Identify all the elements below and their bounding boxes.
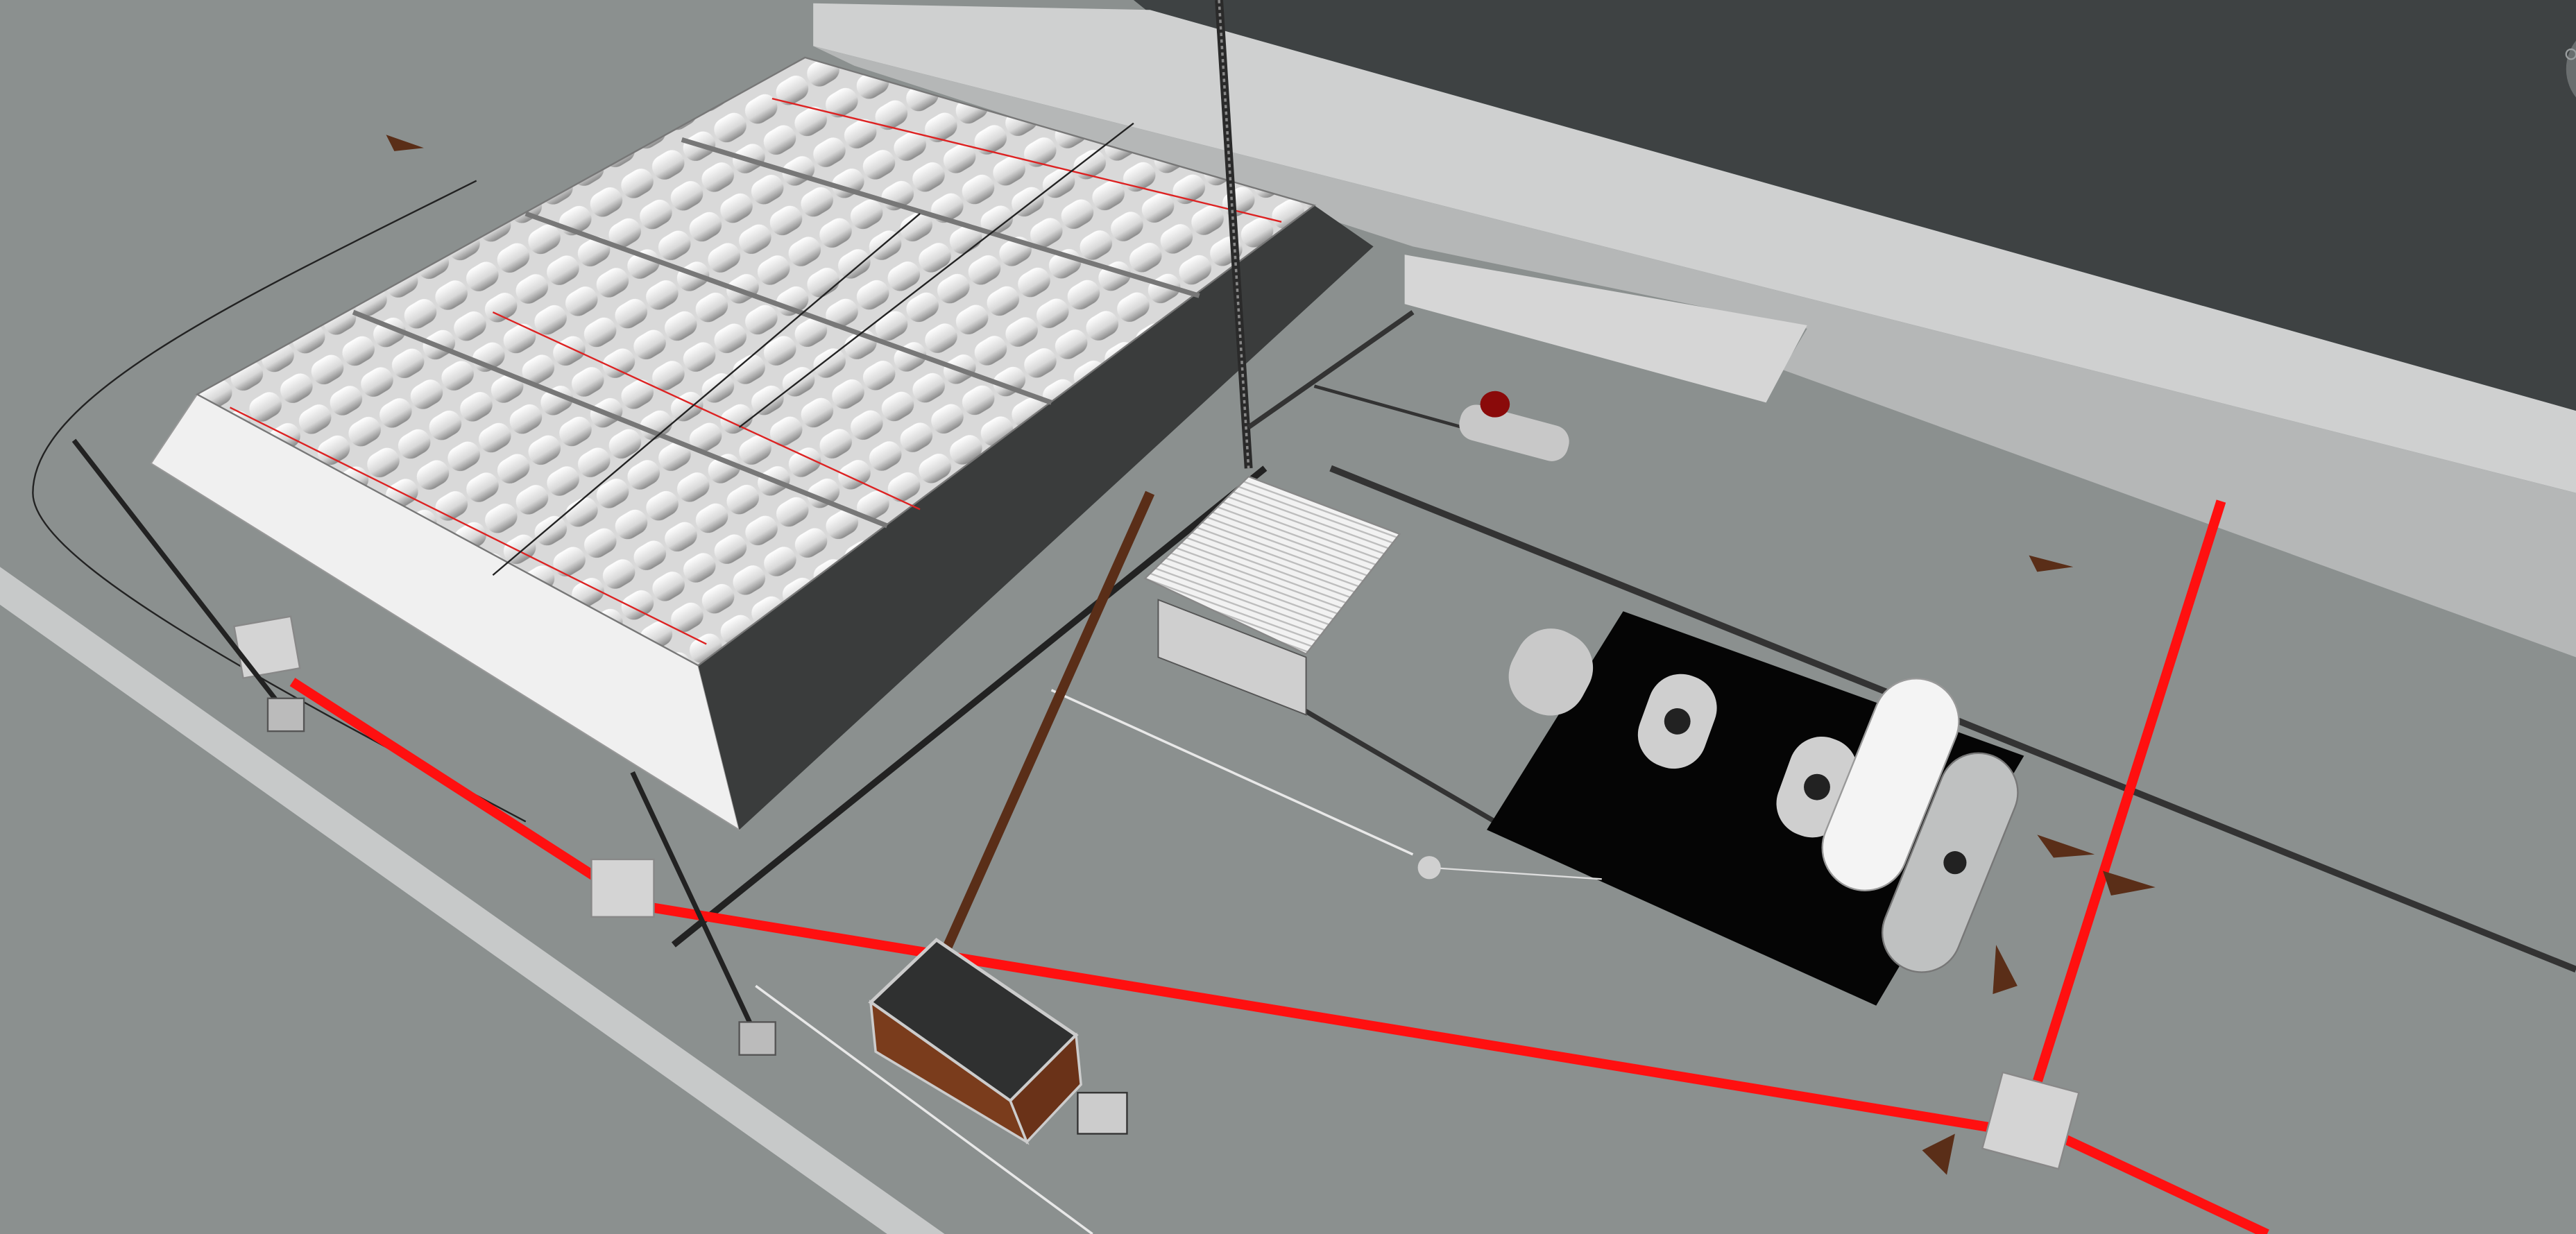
road-line — [755, 984, 1093, 1234]
roof-red-line — [771, 97, 1282, 223]
tank — [1881, 752, 2019, 973]
small-box — [1077, 1092, 1128, 1135]
pipe — [1296, 704, 1496, 824]
junction-box — [233, 615, 301, 680]
large-horizontal-tank — [1821, 678, 1960, 891]
red-pipe — [289, 678, 627, 900]
building-roof — [195, 56, 1317, 667]
roof-divider — [352, 309, 889, 529]
perimeter-wall-face — [813, 46, 2576, 658]
road-edge — [0, 567, 945, 1234]
red-pipe — [648, 902, 2030, 1139]
light-pole — [71, 438, 290, 717]
pipe — [1313, 384, 1463, 429]
pipe-rust — [940, 490, 1155, 955]
small-platform — [1459, 404, 1569, 461]
marker — [2103, 871, 2156, 896]
marker — [2037, 834, 2095, 858]
pole-base — [266, 697, 305, 732]
marker — [1922, 1133, 1955, 1175]
roof-black-line — [738, 122, 1134, 428]
canopy-support — [1157, 599, 1307, 716]
container-end — [1009, 1032, 1082, 1145]
junction-box — [1981, 1071, 2080, 1170]
pipe-junction — [1417, 856, 1441, 880]
pipe — [1247, 310, 1415, 429]
guy-wire — [1429, 866, 1602, 880]
marker — [386, 135, 424, 151]
tank — [1637, 674, 1717, 769]
pipe — [671, 465, 1268, 948]
canopy-roof — [1143, 475, 1401, 655]
pole-base — [738, 1021, 776, 1056]
roof-red-line — [229, 406, 707, 645]
road-line — [1050, 689, 1414, 856]
marker — [2029, 555, 2074, 572]
building-side-wall — [698, 205, 1374, 830]
roof-divider — [524, 211, 1052, 405]
roof-red-line — [492, 311, 921, 511]
red-pipe — [2029, 499, 2226, 1095]
tank — [1508, 628, 1594, 716]
wall-step — [1404, 255, 1807, 403]
red-pipe — [2051, 1129, 2269, 1234]
roof-divider — [681, 137, 1200, 298]
roof-black-line — [492, 213, 921, 576]
cable — [32, 180, 527, 823]
light-pole — [630, 771, 758, 1036]
lattice-tower-inner — [1218, 0, 1250, 469]
marker — [1993, 945, 2018, 995]
junction-box — [590, 858, 655, 918]
red-drum — [1480, 391, 1510, 418]
dark-backdrop — [1133, 0, 2576, 411]
perimeter-wall-top — [813, 3, 2576, 493]
